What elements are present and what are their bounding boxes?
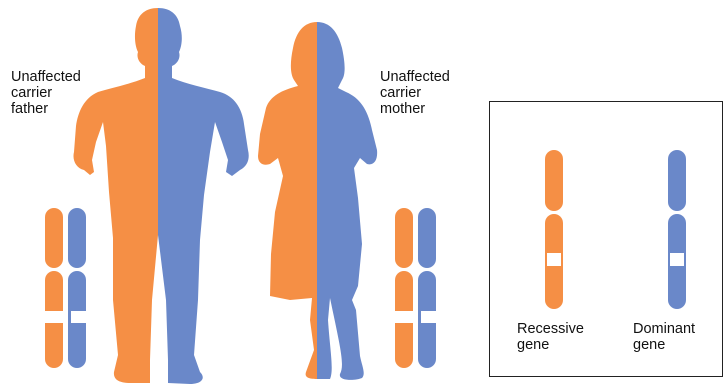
father-dominant-chromosome [68,208,86,368]
legend-dominant-label: Dominant gene [633,321,695,353]
chromosome-short-arm [418,208,436,268]
chromosome-short-arm [668,150,686,211]
recessive-allele-marker [395,311,413,323]
chromosome-short-arm [68,208,86,268]
chromosome-short-arm [395,208,413,268]
father-recessive-chromosome [45,208,63,368]
chromosome-short-arm [45,208,63,268]
dominant-allele-marker [670,253,684,266]
father-dominant-half [73,8,248,384]
chromosome-short-arm [545,150,563,211]
father-silhouette [73,8,248,384]
dominant-allele-marker [71,311,86,323]
mother-dominant-half [258,22,377,380]
legend-recessive-chromosome [545,150,563,309]
legend-box: Recessive gene Dominant gene [489,101,723,377]
mother-dominant-chromosome [418,208,436,368]
father-label: Unaffected carrier father [11,69,81,117]
mother-silhouette [258,22,377,380]
dominant-allele-marker [421,311,436,323]
legend-dominant-chromosome [668,150,686,309]
father-chromosome-pair [45,208,86,368]
mother-chromosome-pair [395,208,436,368]
recessive-allele-marker [547,253,561,266]
recessive-allele-marker [45,311,63,323]
mother-recessive-chromosome [395,208,413,368]
legend-recessive-label: Recessive gene [517,321,584,353]
mother-label: Unaffected carrier mother [380,69,450,117]
